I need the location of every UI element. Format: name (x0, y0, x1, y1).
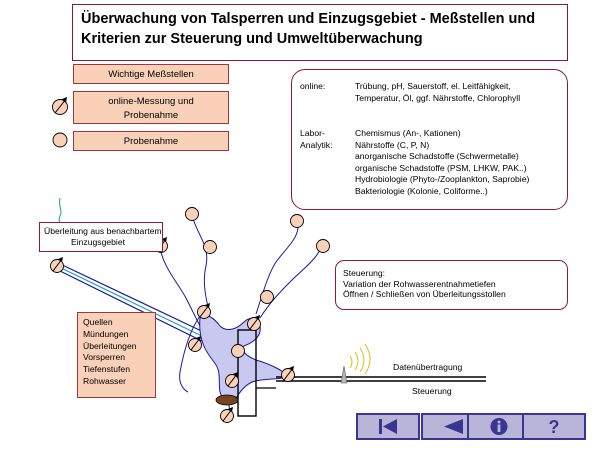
steuerung-label: Steuerung (412, 386, 452, 396)
labor-value: anorganische Schadstoffe (Schwermetalle) (355, 151, 519, 161)
first-page-icon (379, 419, 397, 434)
probe-station (316, 239, 330, 253)
online-value-1: Trübung, pH, Sauerstoff, el. Leitfähigke… (355, 81, 511, 91)
online-value-2: Temperatur, Öl, ggf. Nährstoffe, Chlorop… (355, 92, 521, 103)
title-line-2: Kriterien zur Steuerung und Umweltüberwa… (81, 31, 423, 47)
labor-value: Bakteriologie (Kolonie, Coliforme..) (355, 185, 488, 196)
online-key: online: (300, 81, 326, 91)
dam-outlet (215, 394, 239, 406)
transfer-line-c (57, 269, 209, 345)
ueberleitung-box: Überleitung aus benachbartem Einzugsgebi… (39, 222, 163, 252)
online-station (247, 315, 261, 331)
steuerung-line-3: Öffnen / Schließen von Überleitungsstoll… (343, 289, 506, 299)
help-icon: ? (549, 417, 560, 437)
source-item: Mündungen (83, 328, 129, 339)
transfer-line-b (56, 265, 211, 341)
stream-2 (191, 215, 211, 315)
probe-station (290, 214, 304, 228)
legend-online-label-2: Probenahme (123, 109, 179, 121)
legend-header: Wichtige Meßstellen (73, 64, 229, 84)
labor-value: Chemismus (An-, Kationen) (355, 128, 461, 138)
labor-value: organische Schadstoffe (PSM, LHKW, PAK..… (355, 162, 527, 173)
dam-structure (237, 329, 257, 417)
title-line-1: Überwachung von Talsperren und Einzugsge… (81, 11, 536, 27)
legend-header-label: Wichtige Meßstellen (108, 69, 194, 80)
ueberleitung-line-2: Einzugsgebiet (71, 236, 125, 247)
legend-online-marker (52, 97, 68, 115)
help-button[interactable]: ? (522, 413, 586, 440)
probe-station (185, 207, 199, 221)
legend-online-label-1: online-Messung und (108, 96, 194, 107)
steuerung-box: Steuerung: Variation der Rohwasserentnah… (335, 260, 568, 310)
legend-probe-marker (52, 132, 68, 148)
labor-values: Chemismus (An-, Kationen) Nährstoffe (C,… (355, 128, 565, 197)
online-station (197, 303, 211, 319)
back-icon (444, 419, 463, 434)
svg-text:?: ? (549, 417, 560, 437)
labor-value: Hydrobiologie (Phyto-/Zooplankton, Sapro… (355, 174, 530, 184)
source-item: Überleitungen (83, 340, 137, 351)
legend-probe-label: Probenahme (123, 136, 179, 147)
labor-key: Labor- Analytik: (300, 128, 333, 150)
info-button[interactable] (467, 413, 531, 440)
stream-1 (159, 247, 204, 333)
source-item: Quellen (83, 317, 113, 327)
first-page-button[interactable] (356, 413, 420, 440)
page-title: Überwachung von Talsperren und Einzugsge… (72, 4, 568, 61)
legend-online: online-Messung und Probenahme (73, 91, 229, 124)
source-item: Tiefenstufen (83, 364, 130, 375)
stream-4 (259, 245, 323, 319)
info-icon (490, 418, 508, 435)
probe-station (260, 290, 274, 304)
online-station (188, 336, 202, 352)
legend-probe: Probenahme (73, 131, 229, 151)
online-station (220, 407, 234, 423)
source-item: Rohwasser (83, 375, 126, 386)
datenuebertragung-label: Datenübertragung (393, 362, 463, 372)
steuerung-line-1: Steuerung: (343, 268, 386, 278)
sources-box: Quellen Mündungen Überleitungen Vorsperr… (77, 312, 156, 398)
online-station (281, 366, 295, 382)
probe-station (203, 240, 217, 254)
probe-station (231, 344, 245, 358)
antenna-icon (340, 365, 348, 384)
transfer-line-a (55, 261, 213, 337)
steuerung-line-2: Variation der Rohwasserentnahmetiefen (343, 278, 496, 289)
online-station (50, 257, 64, 273)
online-values: Trübung, pH, Sauerstoff, el. Leitfähigke… (355, 81, 565, 104)
stream-5 (179, 315, 201, 393)
source-item: Vorsperren (83, 352, 126, 363)
ueberleitung-line-1: Überleitung aus benachbartem (44, 226, 162, 236)
reservoir-lake (199, 315, 289, 402)
labor-value: Nährstoffe (C, P, N) (355, 139, 430, 150)
methods-box: online: Trübung, pH, Sauerstoff, el. Lei… (291, 69, 568, 210)
online-station (225, 372, 239, 388)
